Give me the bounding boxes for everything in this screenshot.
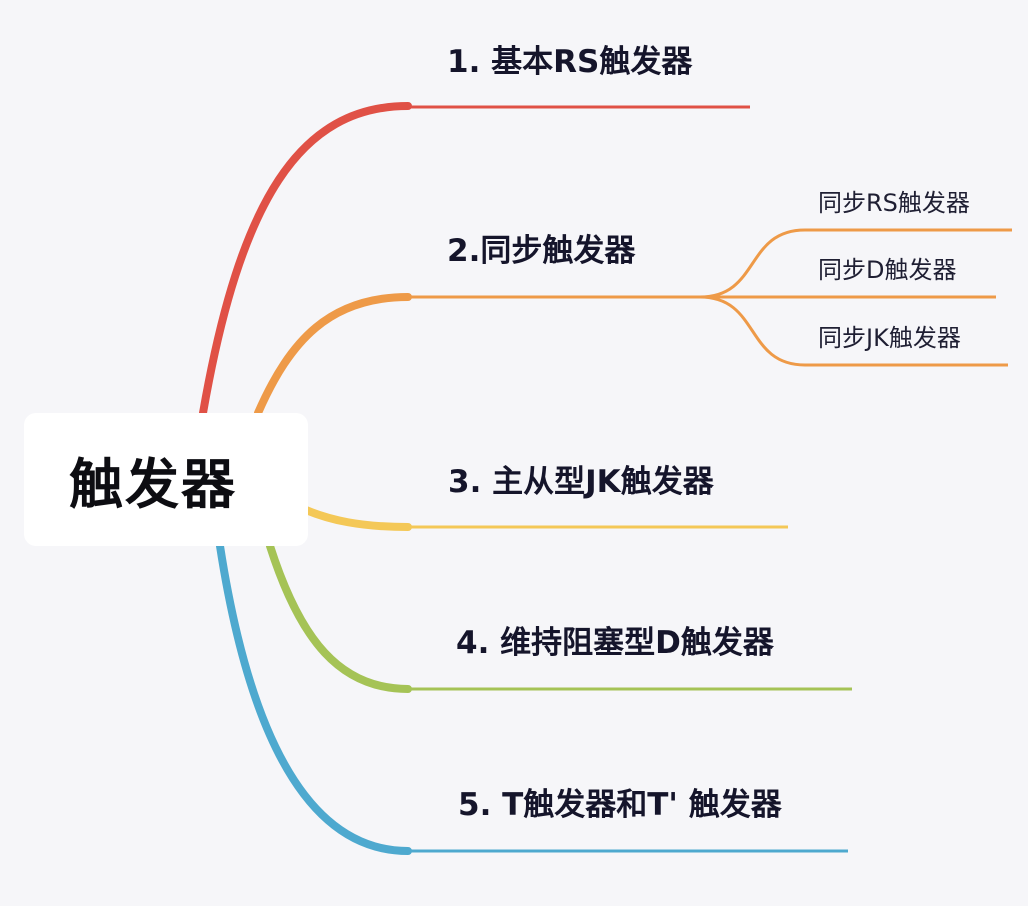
branch-label-4[interactable]: 4. 维持阻塞型D触发器 (456, 625, 774, 661)
sub-label-1[interactable]: 同步RS触发器 (818, 189, 970, 217)
root-node[interactable]: 触发器 (24, 413, 308, 546)
branch-label-2[interactable]: 2.同步触发器 (447, 233, 636, 269)
branch-5-connector (216, 542, 412, 855)
branch-4-connector (266, 542, 412, 693)
root-label: 触发器 (69, 453, 237, 516)
branch-label-3[interactable]: 3. 主从型JK触发器 (448, 464, 714, 500)
branch-1-connector (199, 102, 412, 417)
branch-label-5[interactable]: 5. T触发器和T' 触发器 (458, 787, 782, 823)
branch-3-connector (302, 506, 412, 531)
branch-label-1[interactable]: 1. 基本RS触发器 (447, 44, 693, 80)
sub-connector-1 (699, 228, 1012, 299)
sub-label-3[interactable]: 同步JK触发器 (818, 324, 961, 352)
branch-2-connector (254, 293, 412, 417)
sub-connector-3 (699, 295, 1008, 367)
sub-label-2[interactable]: 同步D触发器 (818, 256, 957, 284)
